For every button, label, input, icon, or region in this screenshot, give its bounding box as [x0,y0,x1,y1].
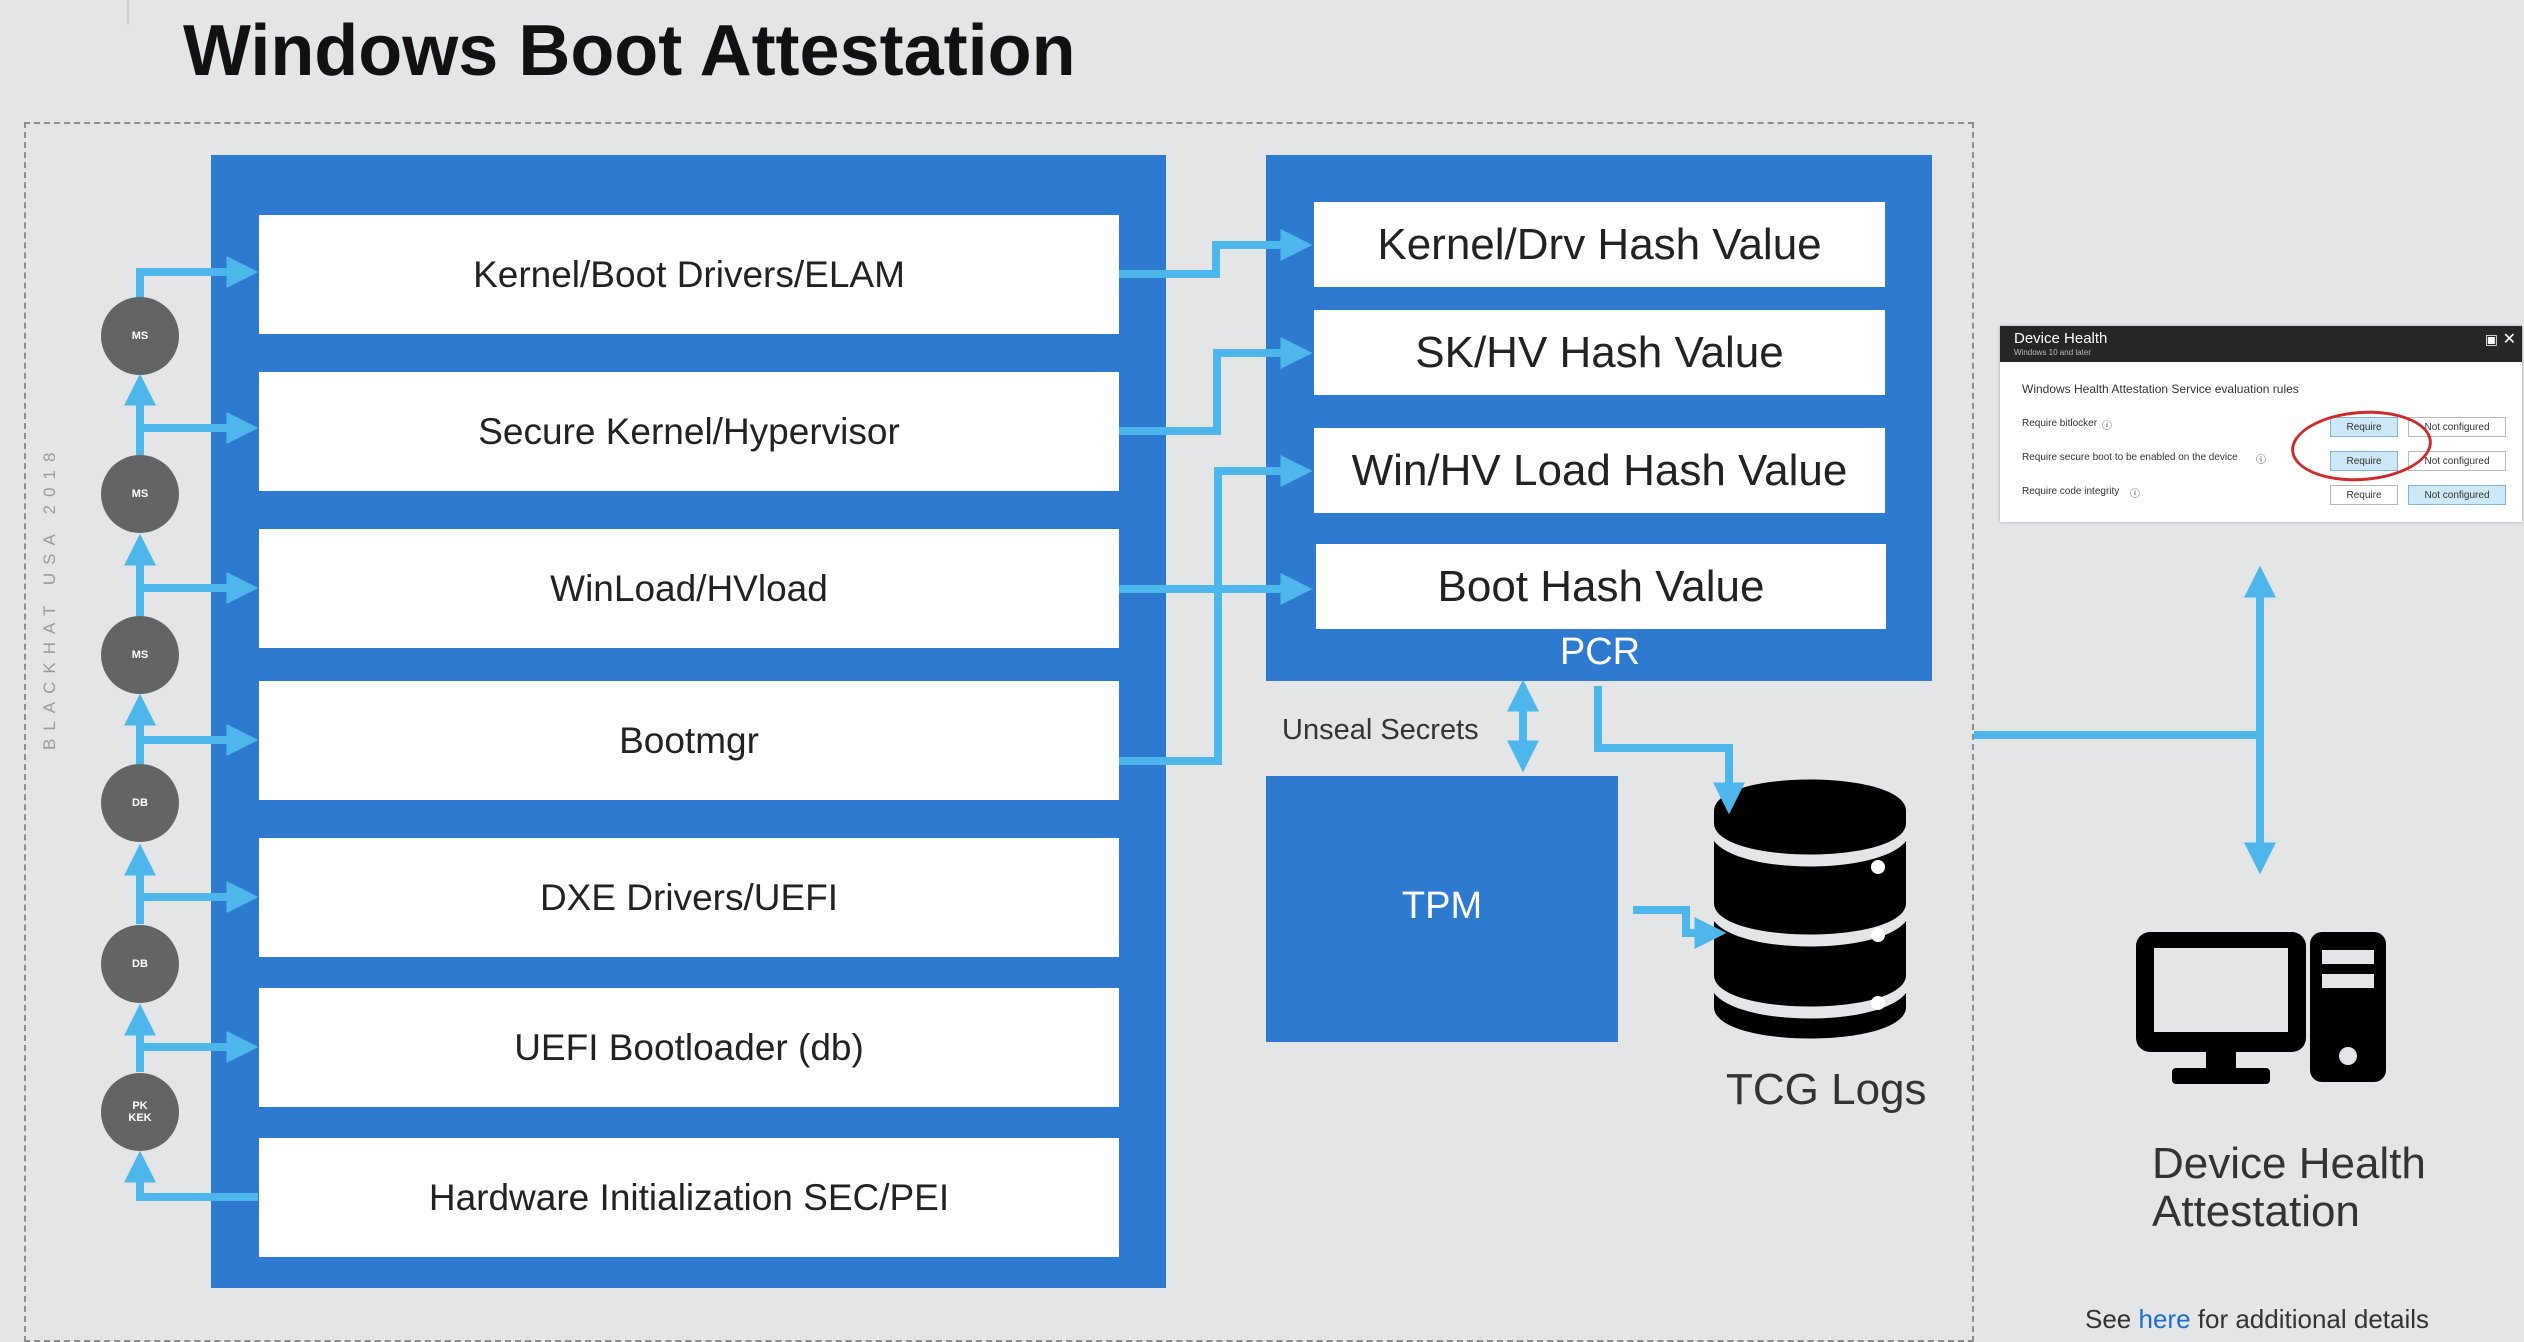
signer-circle: MS [101,455,179,533]
highlight-oval [2288,406,2435,486]
device-health-attestation-label: Device Health Attestation [2152,1139,2426,1236]
screenshot-titlebar: Device Health Windows 10 and later ▣ ✕ [2000,326,2522,362]
stage-kernel-drivers: Kernel/Boot Drivers/ELAM [259,215,1119,334]
screenshot-subtitle: Windows 10 and later [2014,348,2091,357]
header-divider [127,0,129,25]
footer-suffix: for additional details [2190,1304,2430,1334]
footer-note: See here for additional details [2085,1304,2429,1335]
require-button[interactable]: Require [2330,451,2398,471]
signer-circle: DB [101,764,179,842]
database-icon [1714,779,1906,1039]
info-icon: ⓘ [2130,489,2140,500]
unseal-secrets-label: Unseal Secrets [1282,714,1479,746]
device-health-screenshot: Device Health Windows 10 and later ▣ ✕ W… [2000,326,2522,522]
signer-circle: MS [101,616,179,694]
maximize-icon[interactable]: ▣ [2484,331,2498,347]
screenshot-title: Device Health [2014,330,2108,347]
tcg-logs-label: TCG Logs [1726,1065,1927,1114]
stage-winload: WinLoad/HVload [259,529,1119,648]
computer-icon [2136,932,2386,1084]
signer-circle: PK KEK [101,1073,179,1151]
require-button[interactable]: Require [2330,485,2398,505]
stage-dxe-uefi: DXE Drivers/UEFI [259,838,1119,957]
stage-secure-kernel: Secure Kernel/Hypervisor [259,372,1119,491]
stage-bootmgr: Bootmgr [259,681,1119,800]
not-configured-button[interactable]: Not configured [2408,417,2506,437]
hash-kernel-drv: Kernel/Drv Hash Value [1314,202,1885,287]
footer-prefix: See [2085,1304,2139,1334]
rule-bitlocker-label: Require bitlocker [2022,418,2098,429]
hash-sk-hv: SK/HV Hash Value [1314,310,1885,395]
details-link[interactable]: here [2138,1304,2191,1334]
not-configured-button[interactable]: Not configured [2408,451,2506,471]
screenshot-heading: Windows Health Attestation Service evalu… [2022,382,2299,396]
tpm-label: TPM [1401,885,1483,927]
rule-code-integrity-label: Require code integrity [2022,486,2120,497]
stage-hardware-init: Hardware Initialization SEC/PEI [259,1138,1119,1257]
hash-win-hv-load: Win/HV Load Hash Value [1314,428,1885,513]
signer-circle: MS [101,297,179,375]
close-icon[interactable]: ✕ [2502,331,2516,348]
info-icon: ⓘ [2256,455,2266,466]
pcr-label: PCR [1559,631,1641,673]
rule-secure-boot-label: Require secure boot to be enabled on the… [2022,452,2238,463]
page-title: Windows Boot Attestation [183,11,1076,91]
not-configured-button[interactable]: Not configured [2408,485,2506,505]
require-button[interactable]: Require [2330,417,2398,437]
tpm-box [1266,776,1618,1042]
stage-uefi-bootloader: UEFI Bootloader (db) [259,988,1119,1107]
info-icon: ⓘ [2102,421,2112,432]
hash-boot: Boot Hash Value [1316,544,1886,629]
signer-circle: DB [101,925,179,1003]
